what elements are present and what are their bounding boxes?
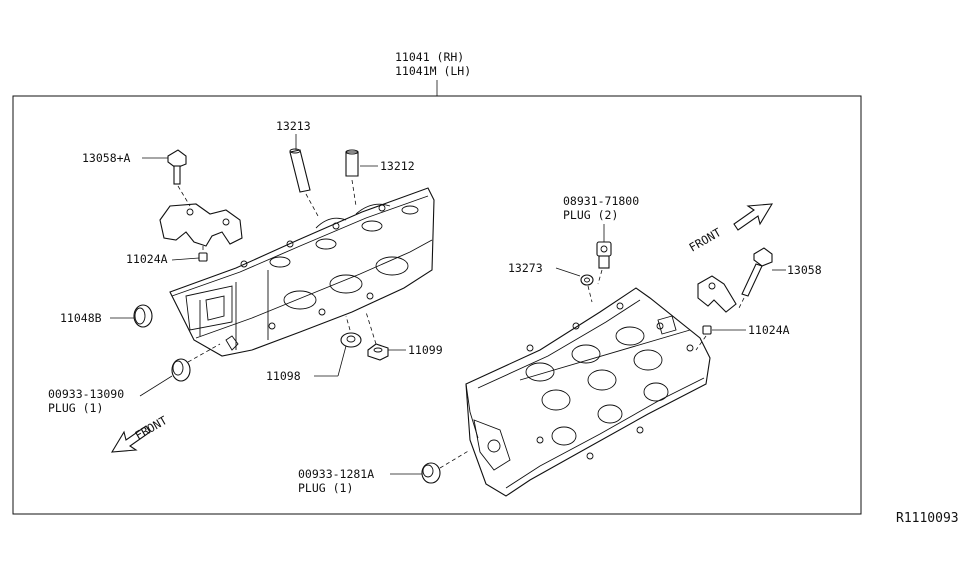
label-00933-13090-plug: PLUG (1) [48, 401, 103, 415]
frame-title-line-1: 11041 (RH) [395, 50, 464, 64]
label-13213: 13213 [276, 119, 311, 133]
right-cam-bracket [697, 275, 737, 313]
left-cam-bracket [159, 203, 243, 247]
svg-text:FRONT: FRONT [133, 413, 170, 442]
seal-11048b [133, 304, 153, 328]
left-cylinder-head [169, 187, 435, 357]
tube-13212 [345, 149, 359, 177]
washer-11098 [340, 332, 362, 348]
plug-00933-13090 [171, 358, 191, 382]
plug-08931-71800 [596, 241, 612, 269]
label-00933-1281a-plug: PLUG (1) [298, 481, 353, 495]
label-13273: 13273 [508, 261, 543, 275]
label-11099: 11099 [408, 343, 443, 357]
washer-11099 [367, 343, 389, 361]
svg-text:FRONT: FRONT [687, 225, 724, 254]
label-13058: 13058 [787, 263, 822, 277]
bolt-13058a [167, 149, 187, 185]
label-11098: 11098 [266, 369, 301, 383]
front-arrow-right: FRONT [687, 203, 774, 255]
label-13058a: 13058+A [82, 151, 131, 165]
bolt-13058 [741, 247, 773, 297]
tube-13213 [289, 148, 311, 193]
label-08931-71800-plug: PLUG (2) [563, 208, 618, 222]
label-13212: 13212 [380, 159, 415, 173]
reference-code: R1110093 [896, 511, 959, 526]
label-11024a-right: 11024A [748, 323, 790, 337]
label-00933-13090: 00933-13090 [48, 387, 124, 401]
dowel-11024a-left [198, 252, 208, 262]
label-00933-1281a: 00933-1281A [298, 467, 374, 481]
right-cylinder-head [465, 287, 711, 497]
label-11048b: 11048B [60, 311, 102, 325]
washer-13273 [580, 274, 594, 286]
frame-title-line-2: 11041M (LH) [395, 64, 471, 78]
dowel-11024a-right [702, 325, 712, 335]
label-08931-71800: 08931-71800 [563, 194, 639, 208]
plug-00933-1281a [421, 462, 441, 484]
front-arrow-left: FRONT [110, 413, 170, 453]
label-11024a-left: 11024A [126, 252, 168, 266]
